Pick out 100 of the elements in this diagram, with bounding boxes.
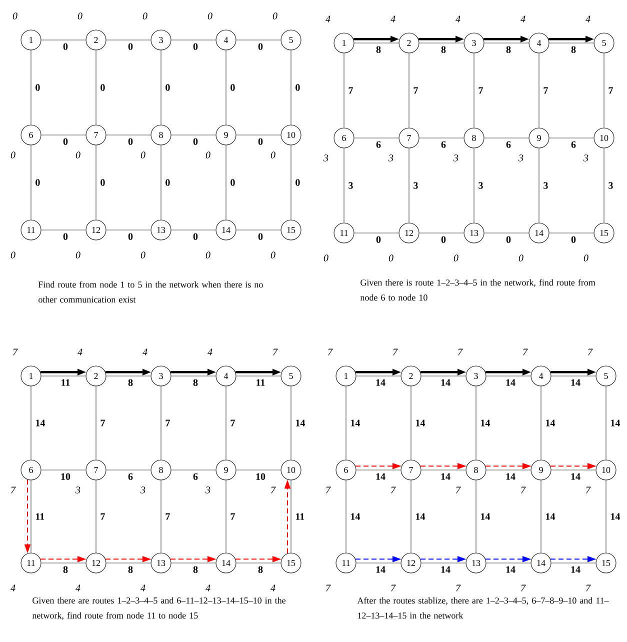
edge-label: 0 [62, 232, 69, 241]
link-line [290, 386, 292, 460]
edge-label: 10 [60, 472, 72, 481]
edge-label: 14 [570, 472, 582, 481]
edge-label: 14 [609, 418, 622, 428]
edge-label: 6 [505, 140, 512, 149]
cost-label: 7 [521, 584, 526, 592]
edge-label: 0 [505, 235, 512, 244]
cost-label: 7 [326, 584, 331, 592]
cost-label: 7 [456, 584, 461, 592]
edge-label: 0 [62, 137, 69, 146]
edge-label: 14 [544, 512, 556, 521]
edge-label: 11 [254, 378, 266, 387]
edge-label: 7 [477, 86, 484, 95]
edge-label: 8 [570, 45, 577, 54]
cost-label: 0 [270, 152, 276, 158]
edge-label: 0 [127, 42, 134, 51]
edge-label: 14 [414, 418, 426, 428]
edge-label: 3 [477, 181, 484, 190]
edge-label: 7 [542, 86, 550, 95]
cost-label: 7 [523, 348, 528, 356]
cost-label: 3 [454, 154, 458, 162]
cost-label: 0 [388, 254, 394, 262]
edge-label: 3 [412, 181, 420, 190]
edge-label: 7 [347, 86, 354, 95]
edge-label: 8 [192, 378, 199, 387]
cost-label: 0 [584, 254, 588, 262]
cost-label: 4 [142, 348, 148, 356]
edge-label: 8 [440, 45, 447, 54]
link-line [540, 386, 542, 460]
cost-label: 7 [521, 486, 526, 494]
link-line [290, 144, 292, 220]
edge-label: 0 [127, 232, 134, 241]
link-line [410, 480, 412, 554]
cost-label: 0 [10, 152, 16, 158]
edge-label: 14 [570, 378, 582, 387]
cost-label: 0 [142, 12, 148, 20]
edge-label: 0 [257, 42, 264, 51]
edge-label: 8 [257, 565, 264, 574]
cost-label: 0 [272, 12, 278, 20]
cost-label: 0 [10, 252, 16, 258]
edge-label: 8 [505, 45, 512, 54]
edge-label: 14 [349, 418, 362, 428]
cost-label: 7 [458, 348, 463, 356]
edge-label: 0 [34, 178, 42, 187]
edge-label: 0 [192, 42, 199, 51]
cost-label: 0 [208, 12, 212, 20]
edge-label: 0 [127, 137, 134, 146]
cost-label: 4 [76, 584, 80, 592]
edge-label: 14 [440, 565, 452, 574]
link-line [160, 386, 162, 460]
cost-label: 4 [140, 584, 146, 592]
cost-label: 7 [393, 348, 398, 356]
edge-label: 0 [164, 178, 172, 187]
link-line [290, 480, 292, 554]
link-line [484, 232, 530, 234]
cost-label: 0 [140, 152, 146, 158]
edge-label: 8 [62, 565, 69, 574]
edge-label: 14 [440, 472, 452, 481]
link-line [418, 232, 464, 234]
edge-label: 0 [229, 178, 236, 187]
edge-label: 0 [62, 42, 69, 51]
cost-label: 4 [10, 584, 16, 592]
cost-label: 7 [326, 486, 331, 494]
cost-label: 7 [586, 584, 591, 592]
cost-label: 7 [271, 486, 276, 494]
edge-label: 14 [374, 378, 386, 387]
edge-label: 7 [99, 512, 106, 521]
edge-label: 0 [192, 232, 199, 241]
edge-label: 6 [375, 140, 382, 149]
edge-label: 7 [607, 86, 614, 95]
cost-label: 0 [270, 252, 276, 258]
edge-label: 0 [34, 83, 42, 92]
cost-label: 4 [520, 16, 526, 22]
edge-label: 3 [347, 181, 354, 190]
link-line [30, 386, 32, 460]
edge-label: 14 [374, 565, 386, 574]
edge-label: 14 [414, 512, 426, 521]
caption-text: Given there are routes 1–2–3–4–5 and 6–11–12–13–14–15–10 in the network, find route from node 11 to node 15 [32, 597, 286, 620]
cost-label: 3 [75, 486, 80, 494]
cost-label: 3 [518, 154, 524, 162]
cost-label: 0 [518, 254, 524, 262]
edge-label: 14 [479, 418, 492, 428]
edge-label: 10 [254, 472, 266, 481]
edge-label: 0 [192, 137, 199, 146]
link-line [486, 562, 532, 564]
cost-label: 4 [586, 16, 590, 22]
link-line [236, 134, 282, 136]
cost-label: 0 [454, 254, 458, 262]
link-line [30, 144, 32, 220]
cost-label: 0 [78, 12, 82, 20]
link-line [236, 562, 282, 564]
cost-label: 4 [326, 16, 330, 22]
edge-label: 0 [164, 83, 172, 92]
cost-label: 0 [12, 12, 18, 20]
link-line [106, 562, 152, 564]
link-line [538, 148, 540, 224]
cost-label: 4 [208, 348, 212, 356]
cost-label: 0 [140, 252, 146, 258]
edge-label: 14 [570, 565, 582, 574]
